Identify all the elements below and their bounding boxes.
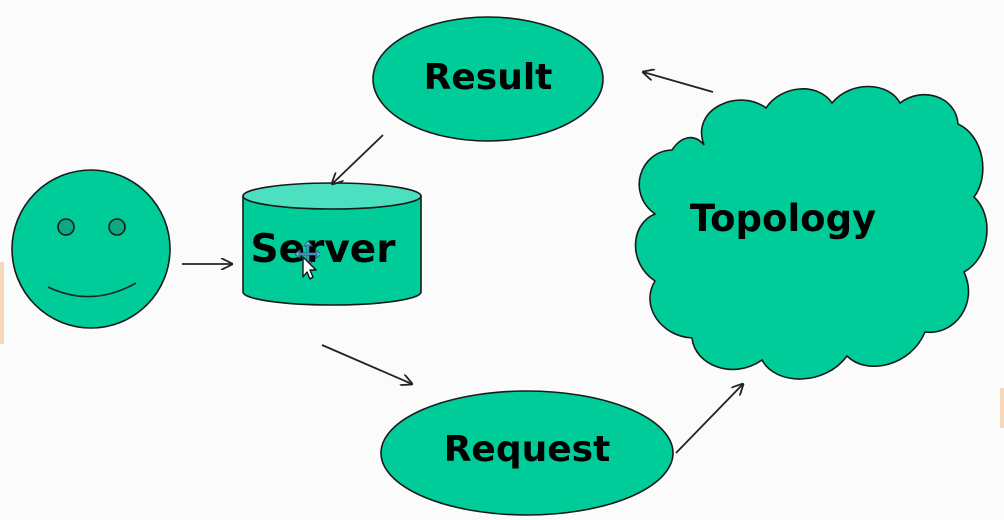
result-label: Result xyxy=(424,57,553,98)
left-edge-strip xyxy=(0,262,4,344)
server-label: Server xyxy=(251,227,397,272)
right-edge-strip xyxy=(1000,388,1004,428)
server-node: Server xyxy=(242,182,422,306)
request-node: Request xyxy=(380,390,674,516)
arrow-result-to-server xyxy=(332,134,384,184)
result-node: Result xyxy=(372,16,604,142)
request-label: Request xyxy=(444,429,611,470)
arrow-request-to-topology xyxy=(675,384,743,454)
topology-label: Topology xyxy=(690,197,876,240)
topology-node: Topology xyxy=(634,85,988,380)
arrow-server-to-request xyxy=(321,344,412,384)
move-cursor-icon xyxy=(294,240,320,280)
database-cylinder-icon xyxy=(242,182,422,210)
cloud-shape-icon xyxy=(634,85,988,380)
smiley-face-icon xyxy=(11,169,171,329)
arrow-topology-to-result xyxy=(643,72,714,93)
